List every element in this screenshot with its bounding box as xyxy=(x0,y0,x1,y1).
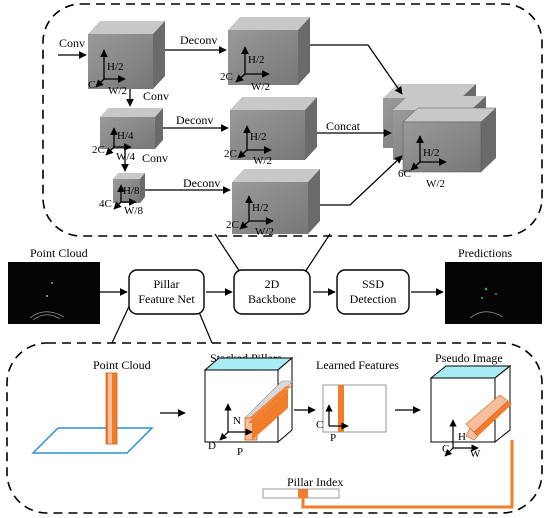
axis-w: W xyxy=(470,448,481,460)
block2-c: 2C xyxy=(92,144,105,156)
block3-c: 4C xyxy=(99,198,112,210)
op-deconv-1: Deconv xyxy=(180,33,217,47)
axis-d: D xyxy=(208,440,216,452)
concat-h: H/2 xyxy=(423,147,440,159)
up3-c: 2C xyxy=(226,219,239,231)
pseudo-image-box xyxy=(429,364,512,444)
pillar-panel-border xyxy=(6,342,543,514)
op-deconv-3: Deconv xyxy=(183,176,220,190)
predictions-label: Predictions xyxy=(458,246,512,260)
point-cloud-label: Point Cloud xyxy=(30,246,88,260)
pillar-index-bar xyxy=(262,488,340,499)
conv-block-2 xyxy=(100,108,163,149)
concat-w: W/2 xyxy=(426,178,445,190)
stacked-pillars-box xyxy=(203,356,294,444)
ssd-line-1: SSD xyxy=(362,277,384,291)
block3-w: W/8 xyxy=(124,205,143,217)
deconv-block-1 xyxy=(228,17,310,85)
predictions-image xyxy=(445,262,542,324)
axis-h: H xyxy=(458,431,466,443)
up1-w: W/2 xyxy=(251,81,270,93)
block1-c: C xyxy=(88,79,95,91)
point-cloud-image xyxy=(8,262,100,324)
up1-c: 2C xyxy=(220,71,233,83)
op-deconv-2: Deconv xyxy=(176,113,213,127)
block2-h: H/4 xyxy=(117,130,134,142)
op-conv-in: Conv xyxy=(59,36,85,50)
axis-p-learned: P xyxy=(330,432,336,444)
op-conv-2: Conv xyxy=(142,151,168,165)
point-cloud-stage-label: Point Cloud xyxy=(93,358,151,372)
stacked-axes xyxy=(219,403,253,441)
axis-p: P xyxy=(237,446,243,458)
up3-w: W/2 xyxy=(255,226,274,238)
point-cloud-plane xyxy=(31,372,154,454)
block2-w: W/4 xyxy=(116,151,135,163)
backbone-line-2: Backbone xyxy=(248,292,296,306)
pseudo-image-label: Pseudo Image xyxy=(435,351,503,365)
backbone-line-1: 2D xyxy=(265,277,280,291)
backbone-panel-border xyxy=(42,3,543,237)
backbone-connections xyxy=(58,44,403,206)
conv-block-1 xyxy=(88,21,165,89)
axis-c-learned: C xyxy=(316,419,323,431)
up2-c: 2C xyxy=(224,148,237,160)
op-conv-1: Conv xyxy=(143,89,169,103)
ssd-line-2: Detection xyxy=(350,292,397,306)
pillar-index-label: Pillar Index xyxy=(287,475,343,489)
concat-c: 6C xyxy=(398,168,411,180)
learned-features-label: Learned Features xyxy=(316,358,399,372)
backbone-box: 2D Backbone xyxy=(233,269,311,315)
pillar-feature-net-box: Pillar Feature Net xyxy=(128,269,205,315)
point-cloud-scan xyxy=(29,282,65,321)
learned-axes xyxy=(325,404,349,430)
pfn-line-1: Pillar xyxy=(154,277,180,291)
block1-h: H/2 xyxy=(107,61,124,73)
predictions-scan xyxy=(469,287,504,319)
deconv-block-2 xyxy=(230,97,317,160)
pfn-line-2: Feature Net xyxy=(138,292,195,306)
up1-h: H/2 xyxy=(248,54,265,66)
up2-w: W/2 xyxy=(253,155,272,167)
block-axes xyxy=(95,46,447,230)
block1-w: W/2 xyxy=(108,85,127,97)
op-concat: Concat xyxy=(326,119,361,133)
up2-h: H/2 xyxy=(250,131,267,143)
block3-h: H/8 xyxy=(123,185,140,197)
pseudo-axes xyxy=(444,419,479,457)
ssd-detection-box: SSD Detection xyxy=(336,269,410,315)
axis-n: N xyxy=(233,415,241,427)
axis-c-pseudo: C xyxy=(442,443,449,455)
learned-features-grid xyxy=(322,384,387,433)
up3-h: H/2 xyxy=(252,202,269,214)
pillar-index-link xyxy=(301,440,514,509)
